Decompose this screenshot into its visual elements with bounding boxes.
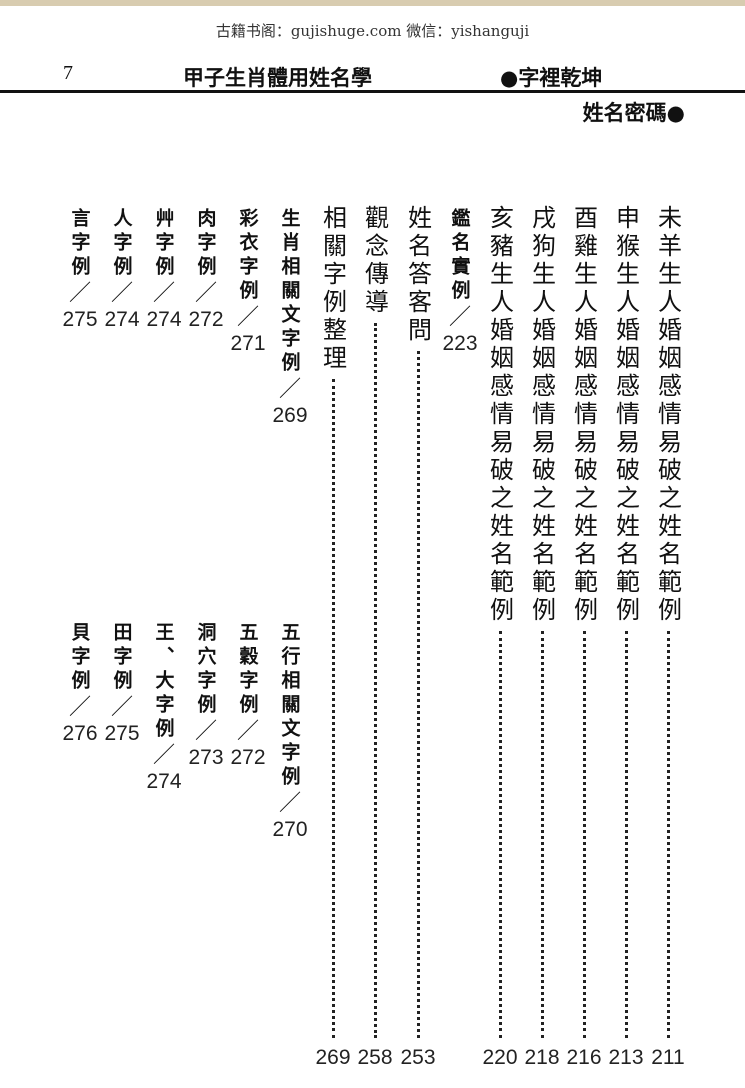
entry-page: 213 — [608, 1046, 644, 1069]
entry-title: 肉字例 — [194, 208, 217, 280]
entry-page: 269 — [315, 1046, 351, 1069]
slash: ／ — [194, 719, 217, 744]
entry-page: 273 — [188, 746, 224, 769]
slash: ／ — [448, 305, 471, 330]
slash: ／ — [152, 743, 175, 768]
header-rule — [0, 90, 745, 93]
sub-entry: 言字例／275 — [60, 208, 100, 332]
entry-title: 艸字例 — [152, 208, 175, 280]
entry-title: 亥豬生人婚姻感情易破之姓名範例 — [485, 205, 514, 625]
entry-title: 人字例 — [110, 208, 133, 280]
slash: ／ — [68, 281, 91, 306]
dot-leader — [582, 631, 586, 1038]
toc-entry: 戌狗生人婚姻感情易破之姓名範例 218 — [522, 205, 562, 1070]
entry-title: 酉雞生人婚姻感情易破之姓名範例 — [569, 205, 598, 625]
slash: ／ — [68, 695, 91, 720]
entry-page: 269 — [272, 404, 308, 427]
toc-entry: 鑑名實例／223 — [440, 208, 480, 356]
entry-page: 220 — [482, 1046, 518, 1069]
sub-entry: 艸字例／274 — [144, 208, 184, 332]
entry-title: 戌狗生人婚姻感情易破之姓名範例 — [527, 205, 556, 625]
slash: ／ — [110, 281, 133, 306]
watermark: 古籍书阁：gujishuge.com 微信：yishanguji — [215, 22, 530, 40]
entry-page: 216 — [566, 1046, 602, 1069]
book-title: 甲子生肖體用姓名學 — [183, 65, 372, 90]
slash: ／ — [110, 695, 133, 720]
dot-leader — [331, 379, 335, 1038]
toc-entry: 亥豬生人婚姻感情易破之姓名範例 220 — [480, 205, 520, 1070]
dot-leader — [624, 631, 628, 1038]
entry-page: 271 — [230, 332, 266, 355]
entry-page: 275 — [62, 308, 98, 331]
entry-page: 274 — [104, 308, 140, 331]
toc-entry: 酉雞生人婚姻感情易破之姓名範例 216 — [564, 205, 604, 1070]
entry-page: 270 — [272, 818, 308, 841]
sub-entry: 生肖相關文字例／269 — [270, 208, 310, 428]
sub-entry: 彩衣字例／271 — [228, 208, 268, 356]
toc-entry: 觀念傳導 258 — [355, 205, 395, 1070]
entry-page: 223 — [442, 332, 478, 355]
entry-title: 五穀字例 — [236, 622, 259, 718]
toc-entry: 未羊生人婚姻感情易破之姓名範例 211 — [648, 205, 688, 1070]
entry-title: 五行相關文字例 — [278, 622, 301, 790]
sub-entry: 五穀字例／272 — [228, 622, 268, 770]
entry-title: 王、大字例 — [152, 622, 175, 742]
entry-title: 相關字例整理 — [318, 205, 347, 373]
entry-page: 276 — [62, 722, 98, 745]
entry-title: 彩衣字例 — [236, 208, 259, 304]
dot-leader — [540, 631, 544, 1038]
entry-title: 言字例 — [68, 208, 91, 280]
section-title: 姓名密碼● — [582, 100, 685, 125]
entry-page: 258 — [357, 1046, 393, 1069]
slash: ／ — [278, 791, 301, 816]
entry-title: 生肖相關文字例 — [278, 208, 301, 376]
dot-leader — [373, 323, 377, 1038]
page-number: 7 — [63, 62, 73, 84]
sub-entry: 人字例／274 — [102, 208, 142, 332]
sub-entry: 肉字例／272 — [186, 208, 226, 332]
entry-page: 274 — [146, 308, 182, 331]
toc-entry: 相關字例整理 269 — [313, 205, 353, 1070]
entry-page: 272 — [230, 746, 266, 769]
slash: ／ — [236, 719, 259, 744]
chapter-title: ●字裡乾坤 — [500, 65, 603, 90]
sub-entry: 田字例／275 — [102, 622, 142, 746]
entry-title: 貝字例 — [68, 622, 91, 694]
dot-leader — [498, 631, 502, 1038]
sub-entry: 王、大字例／274 — [144, 622, 184, 794]
entry-page: 274 — [146, 770, 182, 793]
entry-page: 211 — [651, 1046, 685, 1069]
toc-entry: 申猴生人婚姻感情易破之姓名範例 213 — [606, 205, 646, 1070]
entry-title: 姓名答客問 — [403, 205, 432, 345]
sub-entry: 貝字例／276 — [60, 622, 100, 746]
entry-page: 218 — [524, 1046, 560, 1069]
dot-leader — [416, 351, 420, 1038]
entry-title: 觀念傳導 — [360, 205, 389, 317]
sub-entry: 五行相關文字例／270 — [270, 622, 310, 842]
toc-entry: 姓名答客問 253 — [398, 205, 438, 1070]
slash: ／ — [236, 305, 259, 330]
entry-title: 洞穴字例 — [194, 622, 217, 718]
entry-page: 275 — [104, 722, 140, 745]
dot-leader — [666, 631, 670, 1038]
sub-entry: 洞穴字例／273 — [186, 622, 226, 770]
entry-page: 253 — [400, 1046, 436, 1069]
entry-title: 鑑名實例 — [448, 208, 471, 304]
entry-title: 田字例 — [110, 622, 133, 694]
slash: ／ — [152, 281, 175, 306]
entry-title: 申猴生人婚姻感情易破之姓名範例 — [611, 205, 640, 625]
scan-border — [0, 0, 745, 6]
slash: ／ — [278, 377, 301, 402]
slash: ／ — [194, 281, 217, 306]
entry-page: 272 — [188, 308, 224, 331]
entry-title: 未羊生人婚姻感情易破之姓名範例 — [653, 205, 682, 625]
